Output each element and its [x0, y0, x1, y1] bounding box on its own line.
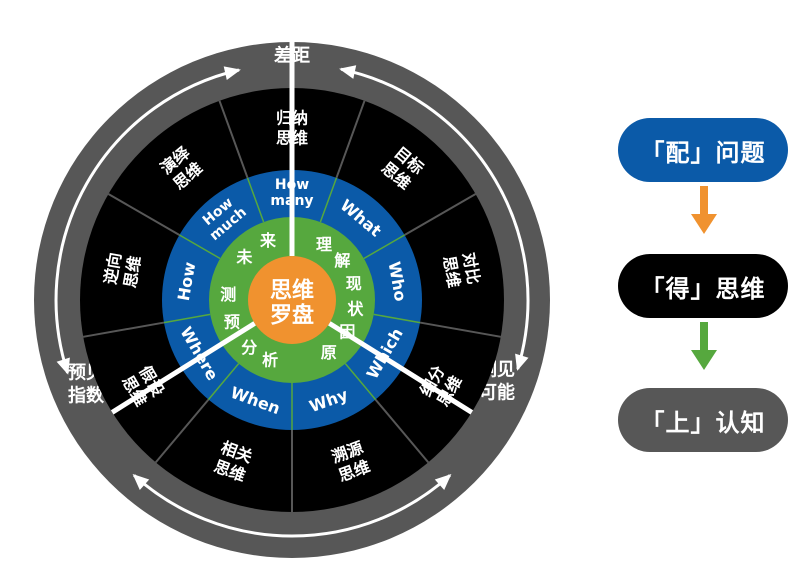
phase-char: 预: [224, 312, 240, 331]
arrowhead: [434, 474, 452, 490]
arrow-down-icon: [691, 322, 717, 370]
arrowhead: [223, 66, 241, 80]
phase-char: 解: [334, 251, 350, 270]
black-ring-dividers: [83, 100, 501, 512]
blue-ring-dividers: [163, 177, 421, 430]
flow-step-label: 「得」思维: [640, 274, 766, 303]
question-divider: [246, 177, 265, 223]
phase-separator: [327, 321, 474, 415]
segment-divider: [83, 321, 165, 338]
outer-ring-arrows: [54, 65, 530, 538]
cycle-arrow: [133, 474, 451, 538]
question-divider: [319, 177, 338, 223]
phase-char: 测: [220, 285, 236, 304]
phase-character-labels: 理解现状因原析分预测未来: [220, 231, 364, 369]
arrowhead: [339, 65, 357, 79]
arrowhead: [132, 474, 150, 490]
segment-divider: [154, 398, 210, 464]
phase-char: 原: [321, 343, 337, 362]
phase-separator: [110, 321, 257, 415]
outer-label-line2: 指数: [68, 385, 105, 407]
segment-divider: [218, 100, 249, 179]
segment-divider: [419, 321, 501, 338]
phase-char: 未: [235, 248, 252, 267]
flow-step-cognition: 「上」认知: [618, 388, 788, 452]
flow-step-match-problem: 「配」问题: [618, 118, 788, 182]
thinking-compass-wheel: 看见差距洞见可能预见指数 目标思维对比思维细分思维溯源思维相关思维假设思维逆向思…: [34, 22, 550, 558]
question-divider: [363, 234, 405, 260]
arrowhead: [515, 353, 529, 371]
outer-label-line2: 可能: [479, 382, 515, 404]
phase-char: 理: [316, 235, 332, 254]
center-circle: [248, 256, 336, 344]
segment-divider: [107, 193, 180, 236]
phase-char: 来: [259, 231, 277, 250]
cycle-arrow: [54, 68, 240, 374]
question-divider: [373, 313, 421, 324]
phase-separators: [110, 42, 474, 415]
question-divider: [179, 234, 221, 260]
phase-char: 现: [346, 274, 362, 293]
flow-step-get-thinking: 「得」思维: [618, 254, 788, 318]
phase-char: 状: [347, 299, 364, 318]
question-divider: [344, 363, 377, 401]
phase-char: 分: [241, 338, 257, 357]
cycle-arrow: [340, 67, 530, 370]
center-label-line1: 思维: [270, 278, 314, 304]
flow-step-label: 「上」认知: [640, 408, 766, 437]
center-label-line2: 罗盘: [270, 303, 314, 329]
question-divider: [207, 363, 240, 401]
segment-divider: [404, 193, 477, 236]
question-divider: [163, 313, 211, 324]
outer-label-line1: 看见: [273, 22, 310, 44]
segment-divider: [374, 398, 430, 464]
arrowhead: [56, 357, 70, 375]
phase-char: 析: [262, 351, 278, 370]
flow-step-label: 「配」问题: [640, 138, 766, 167]
segment-divider: [335, 100, 366, 179]
arrow-down-icon: [691, 186, 717, 234]
